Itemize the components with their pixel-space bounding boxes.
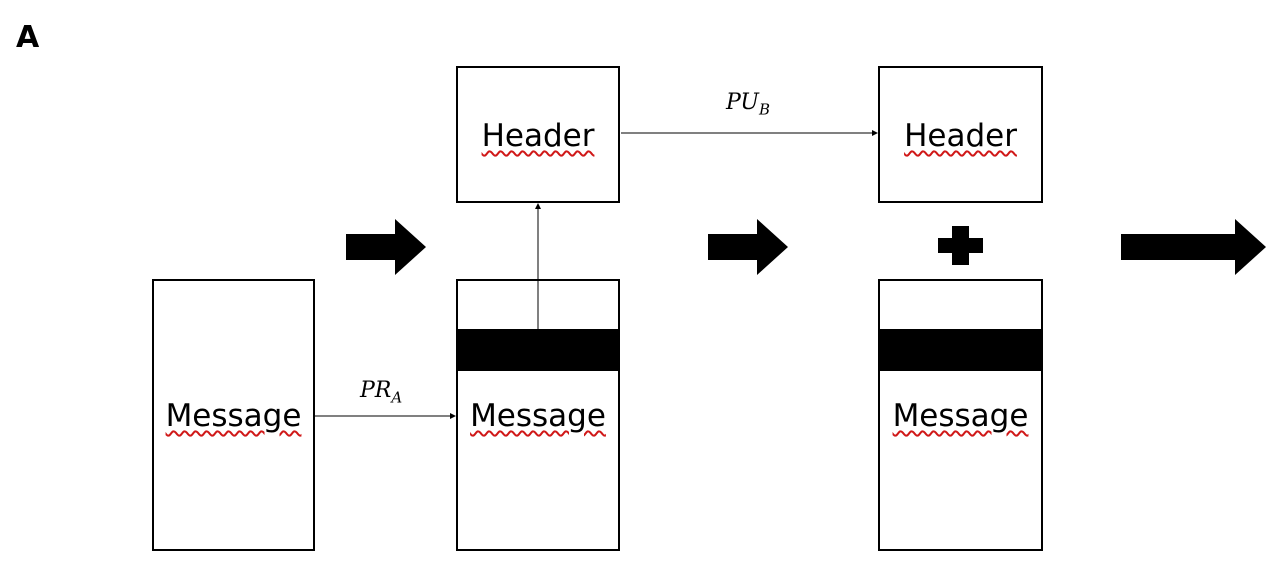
- private-key-base: PR: [360, 378, 392, 403]
- header-text-encrypted: Header: [904, 118, 1017, 154]
- block-arrow-icon: [708, 219, 788, 275]
- message-text-final: Message: [892, 398, 1029, 434]
- private-key-label: PRA: [360, 378, 402, 406]
- message-label-final: Message: [880, 401, 1041, 432]
- message-text-source: Message: [165, 398, 302, 434]
- message-label-signed: Message: [458, 401, 618, 432]
- public-key-label: PUB: [726, 90, 770, 118]
- public-key-sub: B: [758, 100, 770, 119]
- header-label-encrypted: Header: [880, 121, 1041, 152]
- private-key-sub: A: [391, 388, 403, 407]
- public-key-base: PU: [726, 90, 759, 115]
- plus-icon: [938, 226, 983, 265]
- block-arrow-icon: [1121, 219, 1266, 275]
- message-text-signed: Message: [470, 398, 606, 434]
- message-box-final: Message: [878, 279, 1043, 551]
- header-text-source: Header: [481, 118, 595, 154]
- header-box-source: Header: [456, 66, 620, 203]
- header-label-source: Header: [458, 121, 618, 152]
- signature-bar-final: [880, 329, 1041, 371]
- block-arrow-icon: [346, 219, 426, 275]
- header-box-encrypted: Header: [878, 66, 1043, 203]
- panel-letter: A: [16, 20, 40, 55]
- message-label-source: Message: [154, 401, 313, 432]
- message-box-source: Message: [152, 279, 315, 551]
- signature-bar: [458, 329, 618, 371]
